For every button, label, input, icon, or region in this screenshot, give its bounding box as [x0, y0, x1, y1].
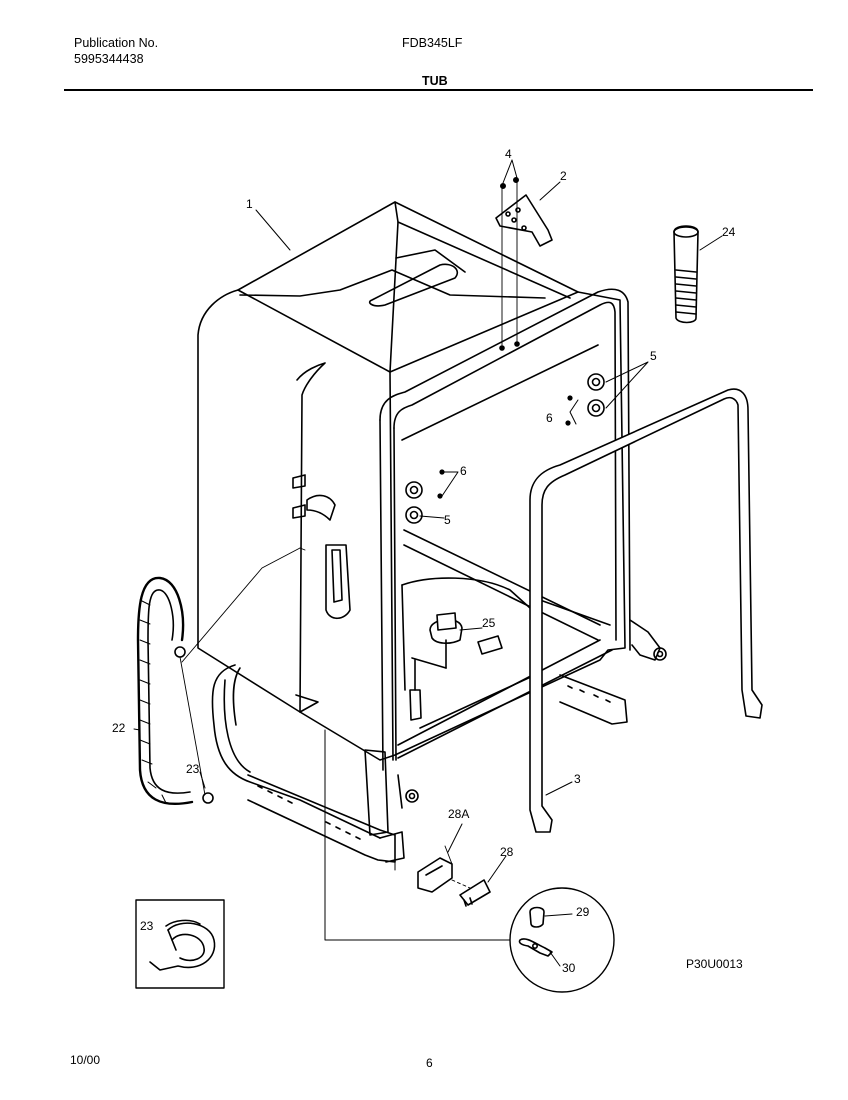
callout-1: 1 — [246, 197, 253, 211]
top-bracket — [495, 177, 553, 351]
callout-23: 23 — [186, 762, 200, 776]
callout-labels: 1 2 3 4 5 5 6 6 22 23 23 24 25 28 28A 29… — [112, 147, 743, 975]
callout-29: 29 — [576, 905, 590, 919]
callout-28: 28 — [500, 845, 514, 859]
callout-2: 2 — [560, 169, 567, 183]
publication-number: 5995344438 — [74, 52, 144, 66]
tub-front-frame — [379, 288, 631, 771]
page-number: 6 — [426, 1056, 433, 1070]
detail-leaders — [324, 729, 511, 941]
callout-25: 25 — [482, 616, 496, 630]
callout-5-lower: 5 — [444, 513, 451, 527]
drain-hose — [136, 547, 306, 806]
callout-22: 22 — [112, 721, 126, 735]
detail-circle — [509, 887, 615, 993]
vent-cap-part — [673, 225, 699, 324]
callout-6-upper: 6 — [546, 411, 553, 425]
callout-leaders — [133, 159, 723, 967]
sump-area — [401, 577, 536, 729]
callout-3: 3 — [574, 772, 581, 786]
revision-date: 10/00 — [70, 1053, 101, 1067]
header-rule — [64, 89, 813, 91]
model-number: FDB345LF — [402, 36, 463, 50]
callout-23-inset: 23 — [140, 919, 154, 933]
callout-28a: 28A — [448, 807, 469, 821]
door-gasket — [529, 388, 763, 833]
callout-4: 4 — [505, 147, 512, 161]
callout-24: 24 — [722, 225, 736, 239]
diagram-code: P30U0013 — [686, 957, 743, 971]
section-title: TUB — [422, 74, 448, 88]
callout-6-lower: 6 — [460, 464, 467, 478]
float-switch-parts — [417, 845, 491, 907]
publication-label: Publication No. — [74, 36, 159, 50]
callout-30: 30 — [562, 961, 576, 975]
callout-5-upper: 5 — [650, 349, 657, 363]
clamp-inset-box — [135, 899, 225, 989]
